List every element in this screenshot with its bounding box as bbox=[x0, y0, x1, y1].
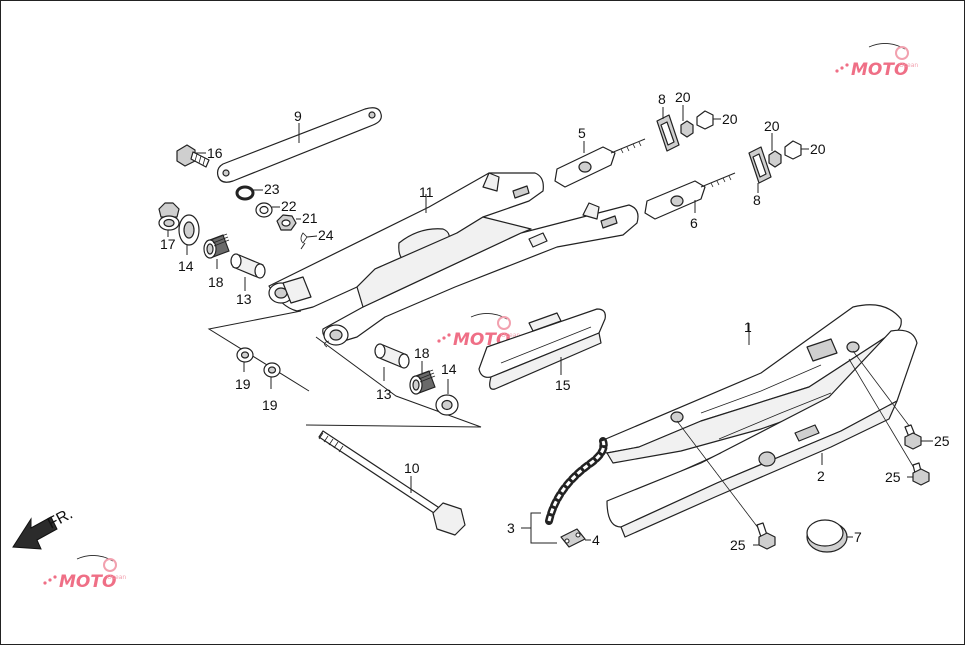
callout-2: 2 bbox=[817, 468, 825, 484]
watermark-small-text: Ocean bbox=[501, 332, 520, 339]
callout-10: 10 bbox=[404, 460, 420, 476]
callout-25-b: 25 bbox=[885, 469, 901, 485]
callout-25-a: 25 bbox=[934, 433, 950, 449]
needle-bearing-18-upper bbox=[203, 233, 230, 269]
swing-arm-11 bbox=[268, 172, 639, 348]
callout-14-lower: 14 bbox=[441, 361, 457, 377]
plug-cap-7 bbox=[806, 519, 853, 553]
adjuster-plate-8-lower bbox=[748, 146, 772, 193]
callout-14-upper: 14 bbox=[178, 258, 194, 274]
watermark-logo-top-right: MOTO Ocean bbox=[835, 43, 918, 80]
castle-nut-21 bbox=[276, 214, 301, 231]
callout-16: 16 bbox=[207, 145, 223, 161]
callout-3: 3 bbox=[507, 520, 515, 536]
collar-13-lower bbox=[374, 343, 410, 381]
nut-20-lower-a bbox=[768, 133, 782, 168]
bolt-25-a bbox=[904, 424, 933, 450]
circlip-23 bbox=[235, 185, 263, 201]
callout-20-lower-a: 20 bbox=[764, 118, 780, 134]
needle-bearing-18-lower bbox=[409, 361, 436, 395]
cap-17 bbox=[158, 202, 180, 237]
callout-13-upper: 13 bbox=[236, 291, 252, 307]
pivot-bolt-10 bbox=[318, 430, 466, 536]
watermark-small-text: Ocean bbox=[899, 62, 918, 69]
chain-adjuster-6 bbox=[644, 172, 736, 220]
callout-1: 1 bbox=[744, 319, 752, 335]
nut-20-lower-b bbox=[784, 140, 809, 160]
callout-19-a: 19 bbox=[235, 376, 251, 392]
callout-17: 17 bbox=[160, 236, 176, 252]
callout-5: 5 bbox=[578, 125, 586, 141]
chain-case-2 bbox=[606, 329, 918, 538]
callout-9: 9 bbox=[294, 108, 302, 124]
callout-25-c: 25 bbox=[730, 537, 746, 553]
torque-rod-part bbox=[216, 107, 382, 183]
callout-24: 24 bbox=[318, 227, 334, 243]
nut-20-upper-a bbox=[680, 105, 694, 138]
washer-19-a bbox=[236, 347, 254, 372]
callout-20-upper-a: 20 bbox=[675, 89, 691, 105]
dust-seal-14-upper bbox=[178, 214, 200, 255]
callout-18-upper: 18 bbox=[208, 274, 224, 290]
callout-18-lower: 18 bbox=[414, 345, 430, 361]
callout-4: 4 bbox=[592, 532, 600, 548]
callout-20-upper-b: 20 bbox=[722, 111, 738, 127]
callout-8-upper: 8 bbox=[658, 91, 666, 107]
bolt-25-b bbox=[907, 462, 930, 486]
drive-chain-3 bbox=[521, 437, 608, 544]
master-link-4 bbox=[560, 528, 591, 548]
bolt-16 bbox=[176, 144, 210, 168]
dust-seal-14-lower bbox=[435, 379, 459, 416]
washer-22 bbox=[255, 202, 280, 218]
bolt-25-c bbox=[753, 522, 776, 550]
chain-adjuster-5 bbox=[554, 138, 646, 188]
collar-13-upper bbox=[230, 253, 266, 291]
watermark-small-text: Ocean bbox=[107, 574, 126, 581]
chain-slider-15 bbox=[478, 308, 606, 390]
callout-21: 21 bbox=[302, 210, 318, 226]
callout-7: 7 bbox=[854, 529, 862, 545]
front-direction-arrow-icon: FR. bbox=[12, 505, 76, 550]
callout-15: 15 bbox=[555, 377, 571, 393]
callout-8-lower: 8 bbox=[753, 192, 761, 208]
callout-13-lower: 13 bbox=[376, 386, 392, 402]
watermark-logo-bottom-left: MOTO Ocean bbox=[43, 555, 126, 592]
callout-20-lower-b: 20 bbox=[810, 141, 826, 157]
adjuster-plate-8-upper bbox=[656, 107, 680, 152]
cotter-pin-24 bbox=[300, 232, 318, 250]
nut-20-upper-b bbox=[696, 110, 721, 130]
callout-6: 6 bbox=[690, 215, 698, 231]
callout-22: 22 bbox=[281, 198, 297, 214]
watermark-text: MOTO bbox=[851, 60, 908, 80]
callout-19-b: 19 bbox=[262, 397, 278, 413]
watermark-text: MOTO bbox=[59, 572, 116, 592]
bolt-guide-lines bbox=[676, 350, 918, 530]
washer-19-b bbox=[263, 362, 281, 389]
callout-23: 23 bbox=[264, 181, 280, 197]
callout-11: 11 bbox=[419, 184, 434, 200]
